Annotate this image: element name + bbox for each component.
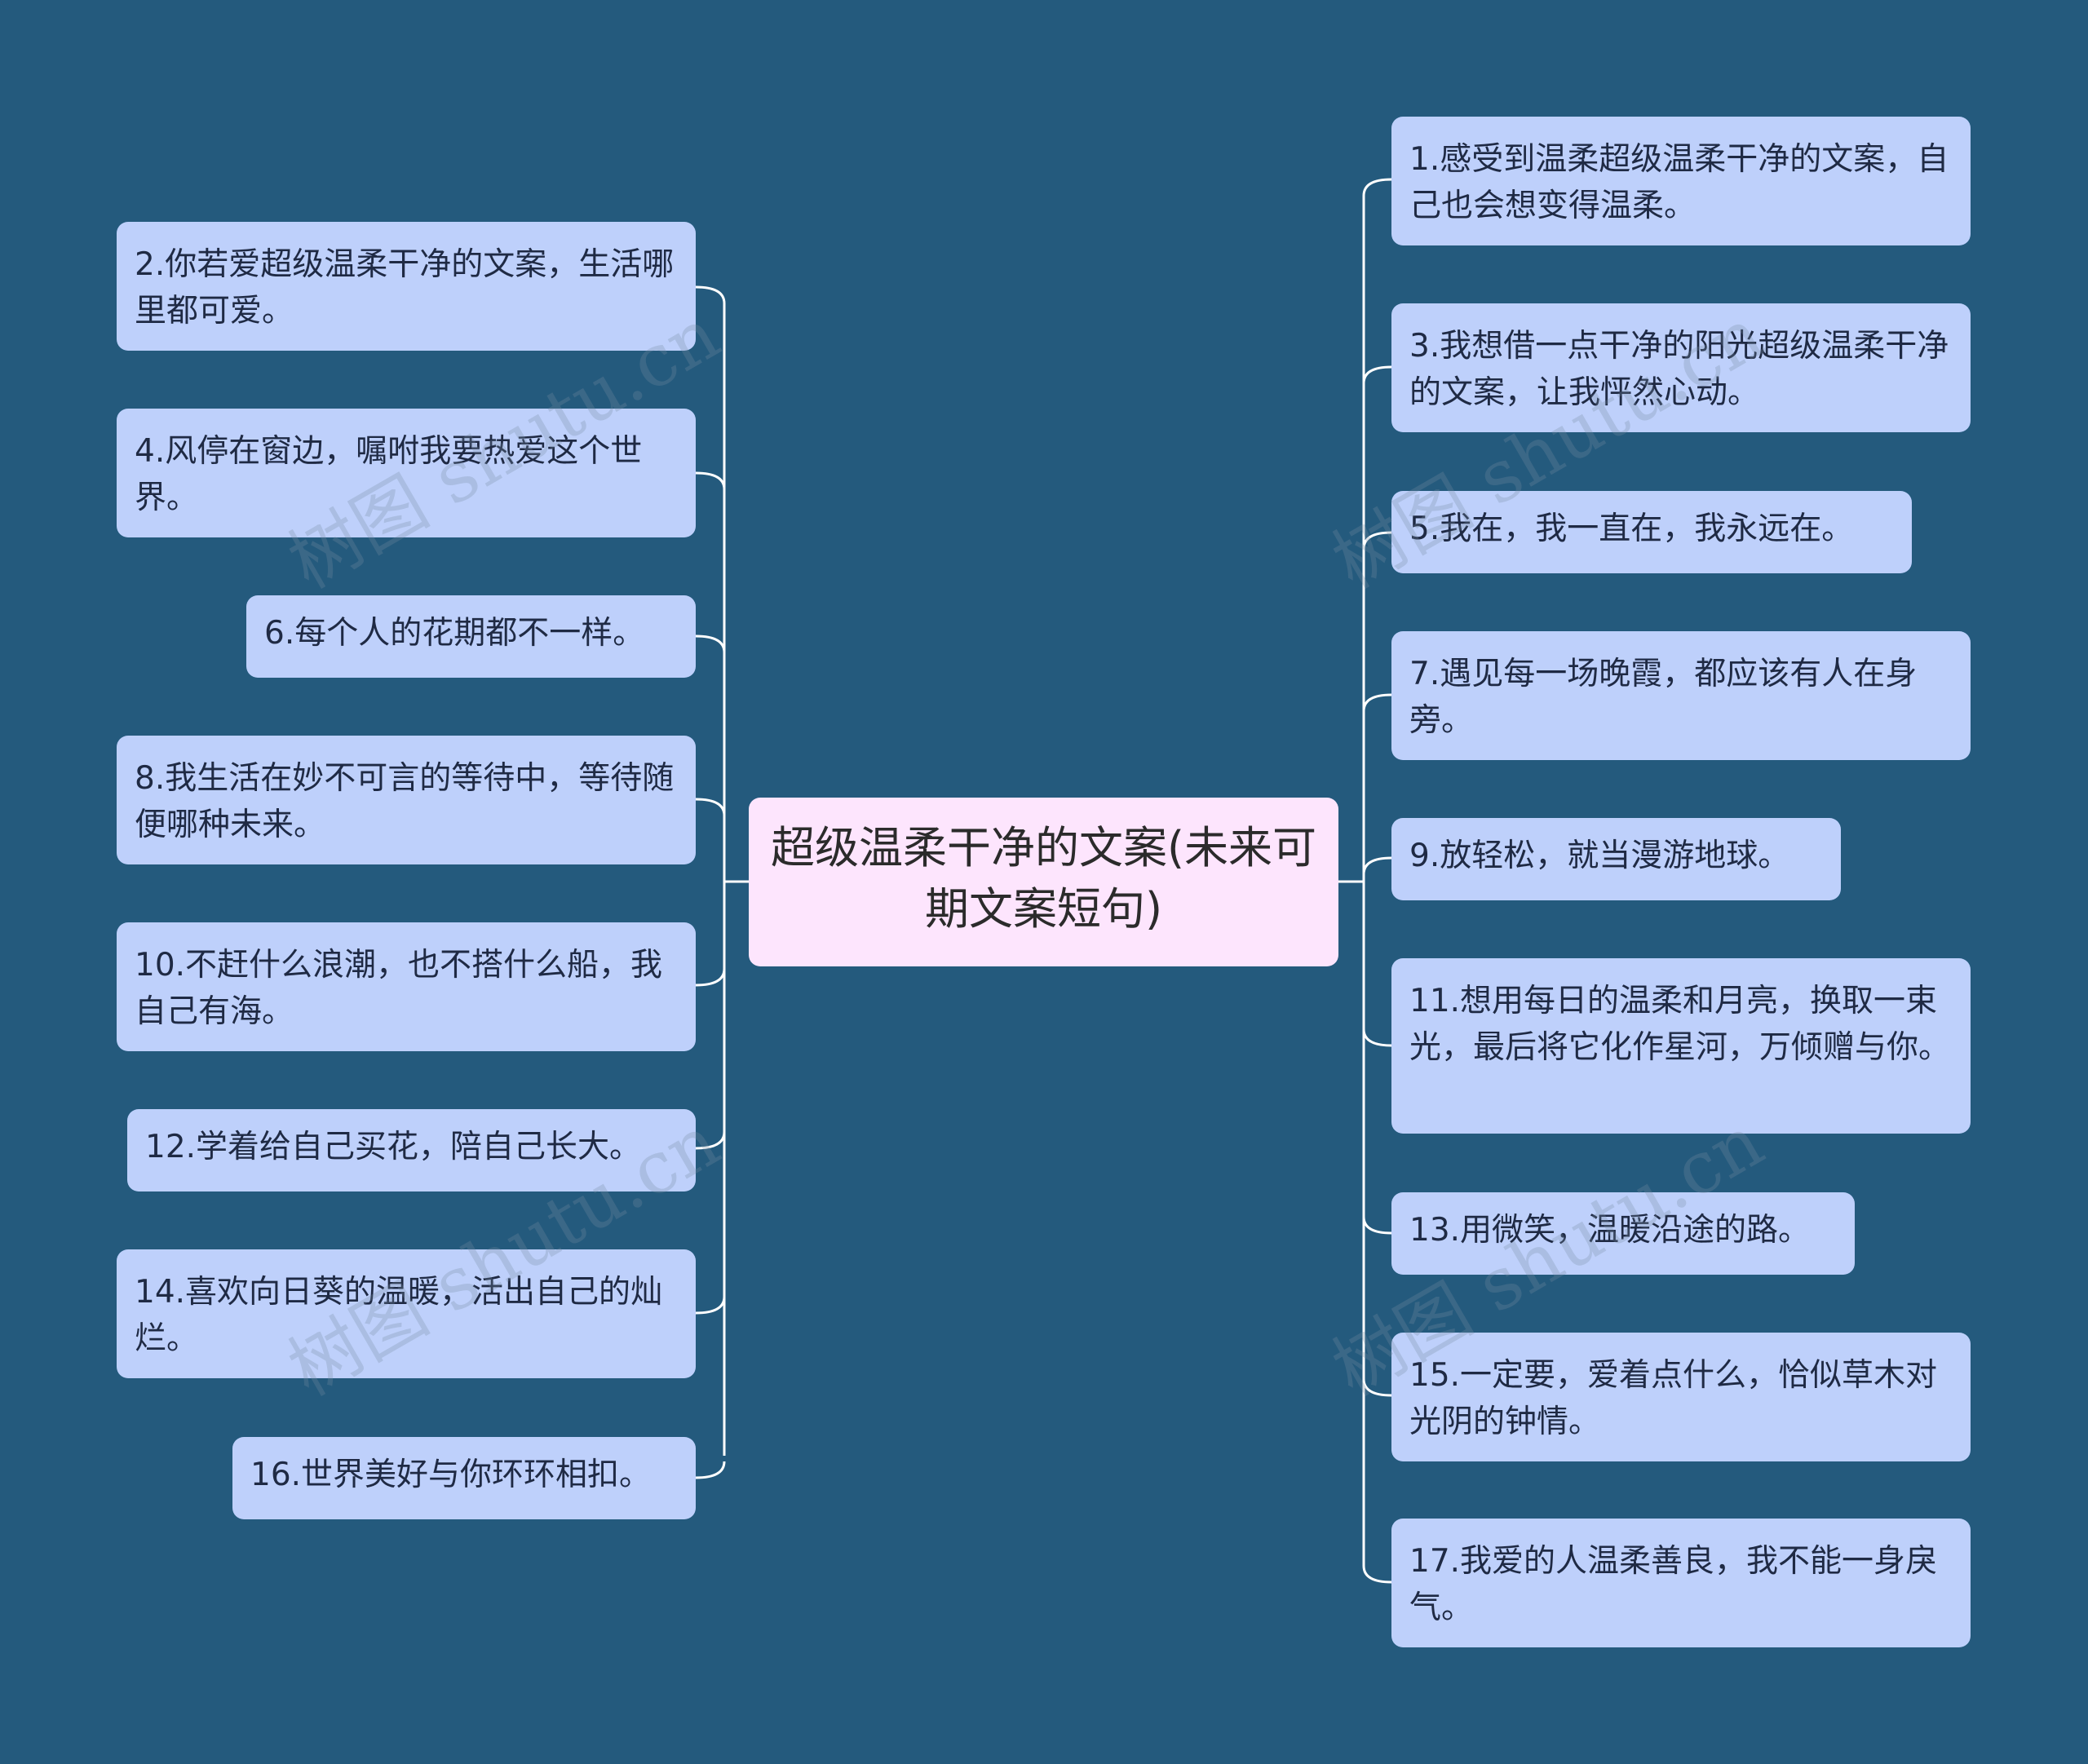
right-node-5[interactable]: 5.我在，我一直在，我永远在。	[1391, 491, 1912, 573]
right-node-1[interactable]: 1.感受到温柔超级温柔干净的文案，自己也会想变得温柔。	[1391, 117, 1971, 245]
right-node-3[interactable]: 3.我想借一点干净的阳光超级温柔干净的文案，让我怦然心动。	[1391, 303, 1971, 432]
left-node-8[interactable]: 8.我生活在妙不可言的等待中，等待随便哪种未来。	[117, 736, 696, 864]
left-node-14[interactable]: 14.喜欢向日葵的温暖，活出自己的灿烂。	[117, 1249, 696, 1378]
central-topic[interactable]: 超级温柔干净的文案(未来可期文案短句)	[749, 798, 1338, 966]
right-node-7[interactable]: 7.遇见每一场晚霞，都应该有人在身旁。	[1391, 631, 1971, 760]
left-node-16[interactable]: 16.世界美好与你环环相扣。	[232, 1437, 696, 1519]
right-node-17[interactable]: 17.我爱的人温柔善良，我不能一身戾气。	[1391, 1519, 1971, 1647]
right-node-15[interactable]: 15.一定要，爱着点什么，恰似草木对光阴的钟情。	[1391, 1333, 1971, 1461]
right-node-13[interactable]: 13.用微笑，温暖沿途的路。	[1391, 1192, 1855, 1275]
right-node-9[interactable]: 9.放轻松，就当漫游地球。	[1391, 818, 1841, 900]
left-node-6[interactable]: 6.每个人的花期都不一样。	[246, 595, 696, 678]
left-node-10[interactable]: 10.不赶什么浪潮，也不搭什么船，我自己有海。	[117, 922, 696, 1051]
left-node-12[interactable]: 12.学着给自己买花，陪自己长大。	[127, 1109, 696, 1191]
left-node-4[interactable]: 4.风停在窗边，嘱咐我要热爱这个世界。	[117, 409, 696, 537]
left-node-2[interactable]: 2.你若爱超级温柔干净的文案，生活哪里都可爱。	[117, 222, 696, 351]
right-node-11[interactable]: 11.想用每日的温柔和月亮，换取一束光，最后将它化作星河，万倾赠与你。	[1391, 958, 1971, 1134]
